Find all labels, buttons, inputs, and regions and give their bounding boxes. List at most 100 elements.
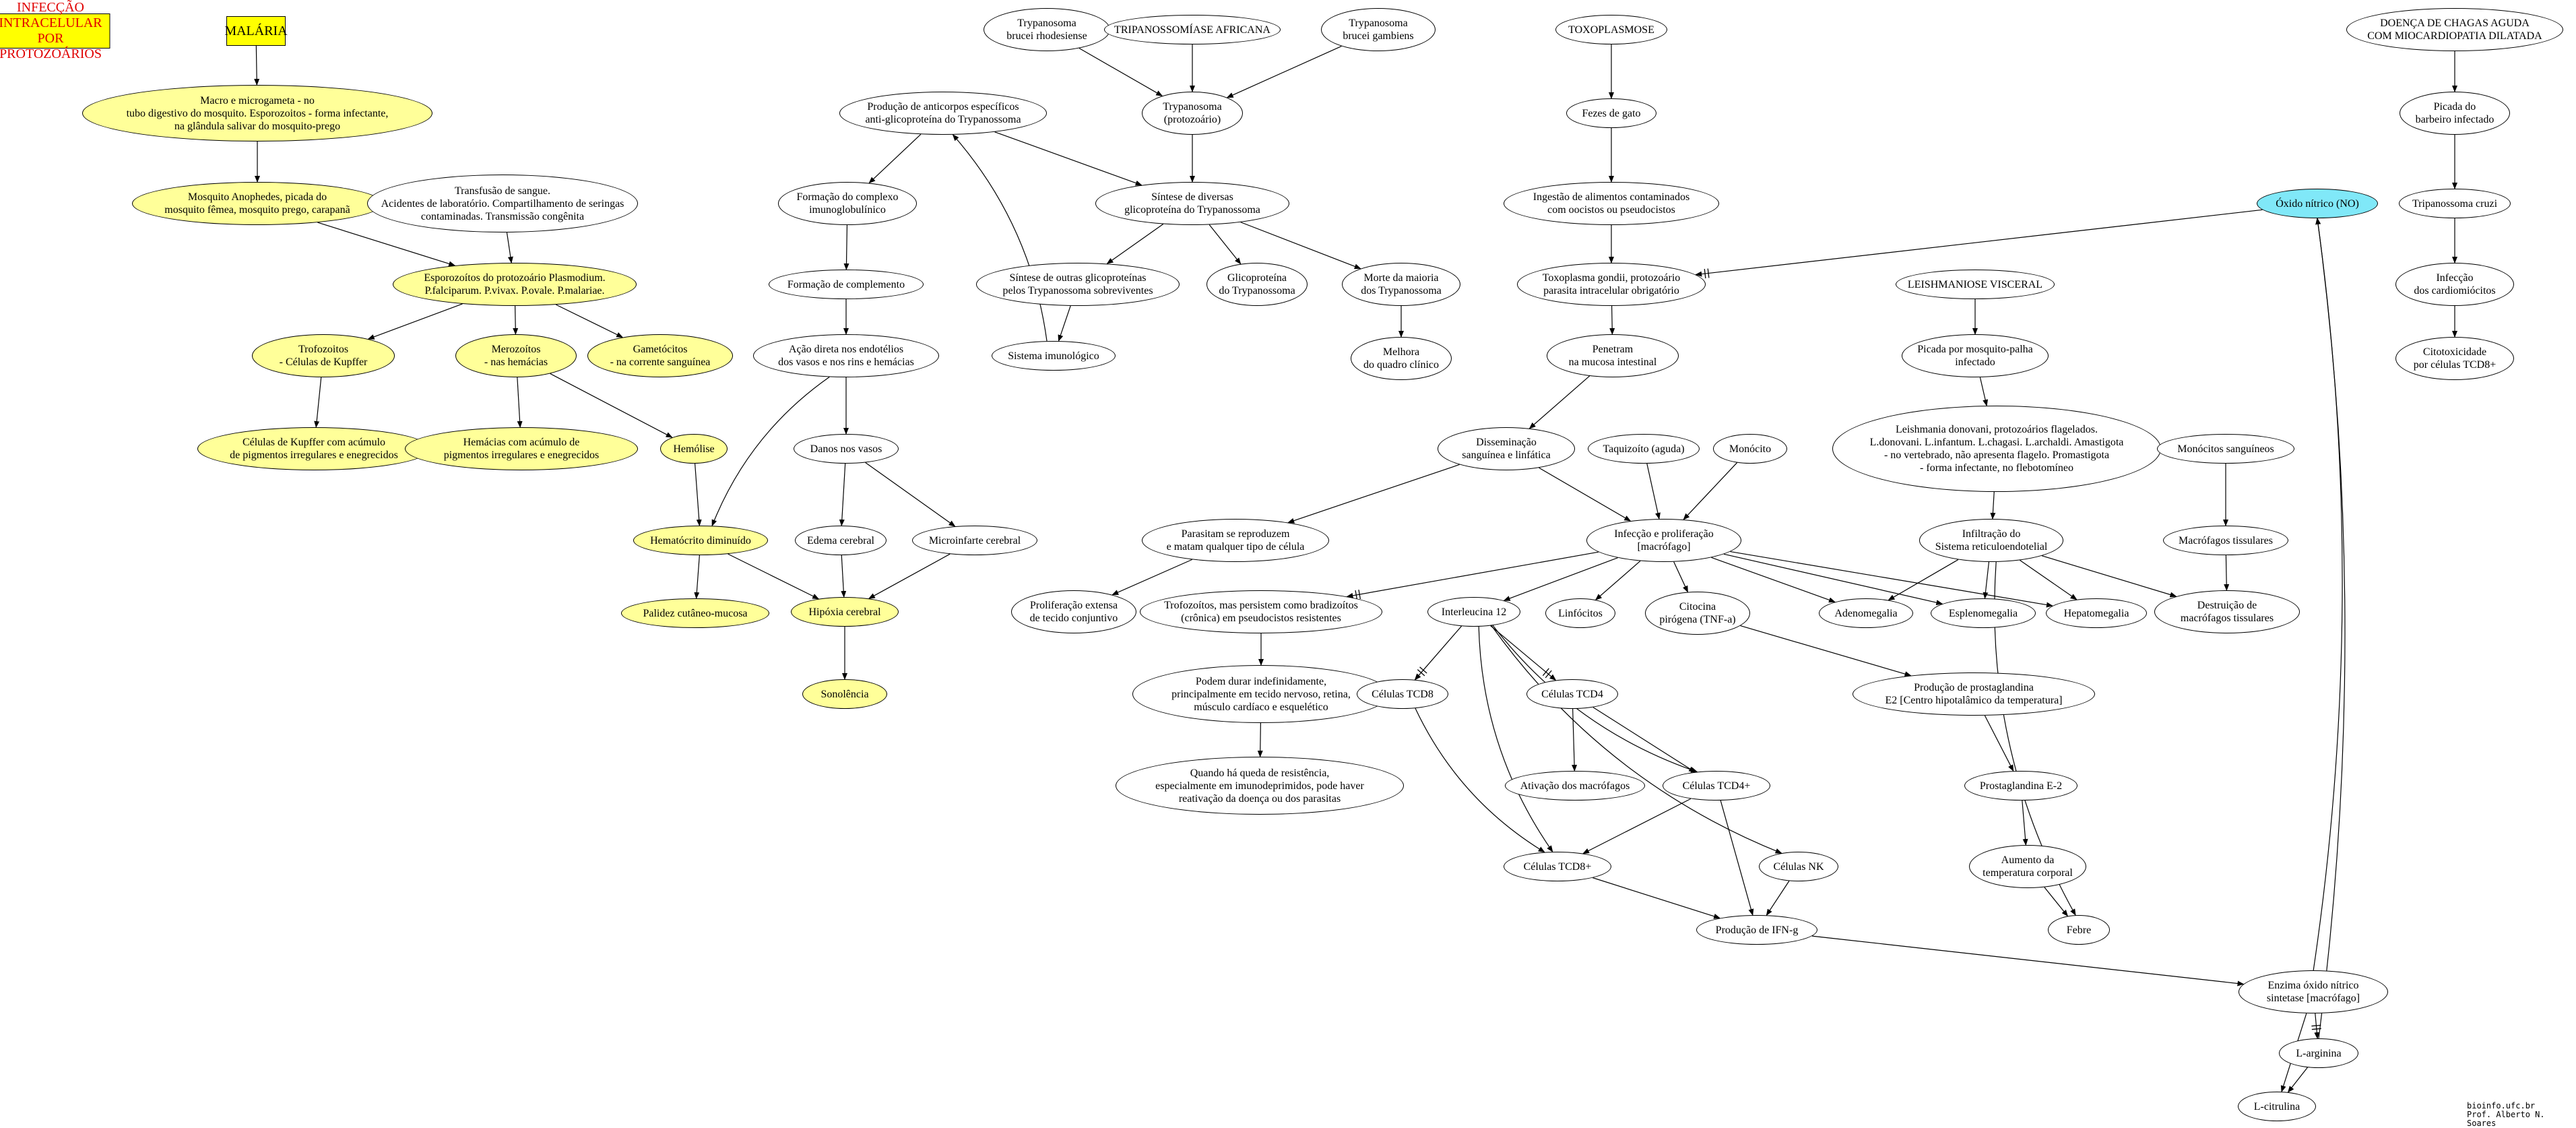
edge-27 [868,553,951,599]
node-aumento: Aumento da temperatura corporal [1969,845,2086,888]
edge-84-inhibit-mark [1707,268,1710,278]
node-microenf: Microinfarte cerebral [912,526,1037,555]
edge-30 [1240,222,1361,270]
edge-53-inhibit-mark [1417,669,1425,677]
edge-7 [314,377,322,429]
node-il12: Interleucina 12 [1427,597,1520,627]
node-lcitrulina: L-citrulina [2238,1092,2316,1121]
node-oxido: Óxido nítrico (NO) [2257,189,2378,218]
node-chagas: DOENÇA DE CHAGAS AGUDA COM MIOCARDIOPATI… [2346,8,2563,51]
node-sonolencia: Sonolência [802,679,887,709]
node-podem: Podem durar indefinidamente, principalme… [1132,665,1390,723]
node-tryp-rh: Trypanosoma brucei rhodesiense [984,8,1110,51]
node-edema: Edema cerebral [795,526,887,555]
node-infeccao-card: Infecção dos cardiomiócitos [2395,263,2514,306]
edge-52 [1730,551,2053,608]
node-infeccao: Infecção e proliferação [macrófago] [1586,519,1741,562]
edge-2 [317,222,456,267]
node-tcd8p: Células TCD8+ [1504,852,1611,881]
node-hemolise: Hemólise [660,434,728,464]
node-danos: Danos nos vasos [794,434,899,464]
node-enzima: Enzima óxido nítrico sintetase [macrófag… [2239,970,2388,1013]
node-citotox: Citotoxicidade por células TCD8+ [2395,337,2514,380]
edge-53-inhibit-mark [1419,666,1427,674]
edge-84-inhibit-mark [1704,269,1706,279]
edge-65 [1811,935,2245,986]
node-morte: Morte da maioria dos Trypanossoma [1342,263,1460,306]
edge-68 [2022,800,2028,846]
node-parasitam: Parasitam se reproduzem e matam qualquer… [1142,519,1329,562]
node-formacao-imuno: Formação do complexo imunoglobulínico [778,182,917,225]
edge-53 [1414,625,1462,681]
node-taquizoito: Taquizoíto (aguda) [1588,434,1700,464]
node-ingestao: Ingestão de alimentos contaminados com o… [1504,182,1719,225]
edge-50 [1711,557,1836,603]
node-fezes: Fezes de gato [1566,98,1656,128]
edge-39 [1287,464,1460,524]
edge-88 [2315,218,2346,1039]
node-anticorpos: Produção de anticorpos específicos anti-… [839,92,1047,135]
edge-44-inhibit-mark [1358,590,1361,600]
node-kupffer: Células de Kupffer com acúmulo de pigmen… [197,427,430,470]
edge-64 [1766,881,1790,916]
edge-49 [1673,561,1688,593]
edge-25 [865,462,956,527]
edge-10 [695,463,702,527]
node-ativacao: Ativação dos macrófagos [1505,771,1645,801]
node-nk: Células NK [1759,852,1838,881]
edge-3 [506,232,513,263]
node-mero: Merozoítos - nas hemácias [455,334,577,377]
edge-47 [1503,557,1618,601]
edge-5 [513,305,519,336]
edge-69 [2044,887,2069,917]
credit-text: bioinfo.ufc.br Prof. Alberto N. Soares [2467,1101,2545,1128]
edge-86-inhibit-mark [2311,1024,2321,1027]
node-acao: Ação direta nos endotélios dos vasos e n… [753,334,939,377]
edge-67 [1984,715,2014,772]
edge-72 [1990,491,1996,520]
edge-19 [868,133,922,184]
node-destruicao: Destruição de macrófagos tissulares [2154,590,2300,633]
edge-75 [2020,559,2078,600]
edge-71 [1979,377,1989,407]
edge-32 [1058,305,1071,342]
node-leish: LEISHMANIOSE VISCERAL [1896,270,2055,299]
edge-9 [550,373,673,438]
node-monocito: Monócito [1713,434,1787,464]
edge-16 [1226,45,1342,98]
edge-54-inhibit-mark [1545,670,1552,679]
node-gameto: Gametócitos - na corrente sanguínea [587,334,733,377]
edge-18 [994,131,1142,186]
edge-12 [728,553,820,600]
edge-43 [1112,559,1192,596]
node-monocitos-sang: Monócitos sanguíneos [2157,434,2294,464]
node-macro: Macro e microgameta - no tubo digestivo … [82,85,432,142]
edge-56 [1478,626,1553,852]
node-formacao-compl: Formação de complemento [769,270,924,299]
node-trofo-crono: Trofozoítos, mas persistem como bradizoí… [1140,590,1382,633]
edge-0 [254,45,260,86]
edge-60 [1592,707,1696,773]
edge-48 [1595,561,1641,600]
edge-66 [1740,625,1912,677]
node-tryp-gb: Trypanosoma brucei gambiens [1321,8,1436,51]
node-tcd4p: Células TCD4+ [1663,771,1770,801]
edge-76 [2042,555,2177,598]
edge-20 [843,224,849,270]
node-esplenomegalia: Esplenomegalia [1931,598,2036,628]
node-linfocitos: Linfócitos [1545,598,1615,628]
node-toxo: TOXOPLASMOSE [1555,15,1667,44]
edge-51 [1723,553,1943,606]
node-tryp-af: TRIPANOSSOMÍASE AFRICANA [1104,15,1281,44]
edge-46 [1257,722,1263,757]
node-picada-barb: Picada do barbeiro infectado [2400,92,2510,135]
edge-84 [1695,209,2263,277]
node-toxo-gondii: Toxoplasma gondii, protozoário parasita … [1517,263,1706,306]
node-tryp-proto: Trypanosoma (protozoário) [1142,92,1243,135]
node-mosquito: Mosquito Anophedes, picada do mosquito f… [132,182,383,225]
node-trofo: Trofozoitos - Células de Kupffer [252,334,395,377]
node-infiltracao: Infiltração do Sistema reticuloendotelia… [1919,519,2063,562]
node-hematocrito: Hematócrito diminuído [633,526,768,555]
node-adenomegalia: Adenomegalia [1819,598,1913,628]
